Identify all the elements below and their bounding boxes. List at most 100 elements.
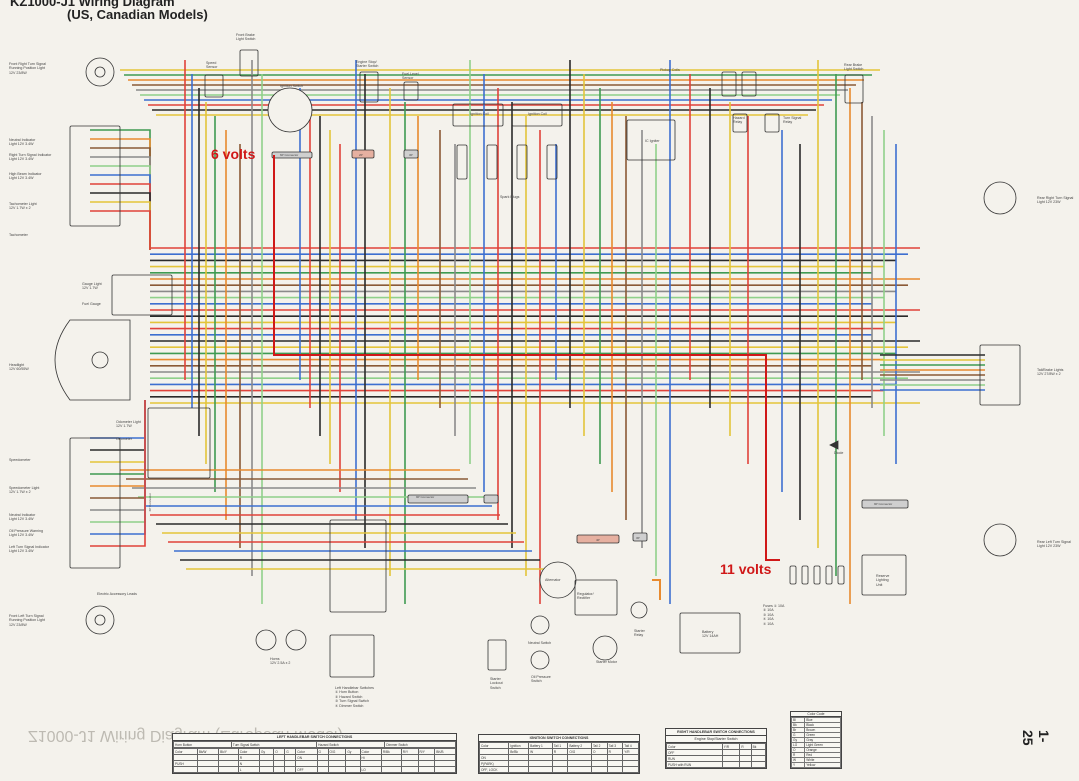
odometer-box [147, 407, 211, 479]
ignition-switch-label: Ignition Switch [280, 84, 304, 88]
front-left-turn-label: Front Left Turn Signal Running Position … [9, 614, 45, 627]
table-cell [316, 766, 329, 773]
right-handlebar-table-title: RIGHT HANDLEBAR SWITCH CONNECTIONS [666, 729, 766, 736]
horn-1 [255, 629, 277, 651]
gauge-light-label: Gauge Light 12V 1.7W [82, 282, 102, 291]
connector-9p-b-label: 9P Connector [874, 502, 893, 506]
horns-label: Horns 12V 2.5A x 2 [270, 657, 291, 666]
spark-plug-2 [486, 144, 498, 180]
table-row: PUSH with RUN [666, 761, 767, 768]
wire-instrument [90, 400, 146, 547]
ignition-table-title: IGNITION SWITCH CONNECTIONS [479, 735, 639, 742]
table-cell: Y [790, 762, 806, 768]
table-cell [327, 766, 347, 773]
table-cell [590, 766, 608, 773]
table-cell [508, 766, 530, 773]
spark-plug-4 [546, 144, 558, 180]
alternator-label: Alternator [545, 578, 561, 582]
tachometer-light-label: Tachometer Light 12V 1.7W x 2 [9, 202, 37, 211]
ic-igniter-label: IC Igniter [645, 139, 660, 143]
connector-3p-label: 3P [409, 153, 413, 157]
spark-plug-1 [456, 144, 468, 180]
starter-lockout-label: Starter Lockout Switch [490, 677, 503, 690]
high-beam-indicator-label: High Beam Indicator Light 12V 3.4W [9, 172, 42, 181]
voltage-annotation-6v: 6 volts [211, 146, 256, 162]
table-cell [273, 766, 286, 773]
neutral-switch [530, 615, 550, 635]
oil-pressure-switch [530, 650, 550, 670]
engine-stop-switch-label: Engine Stop/ Starter Switch [356, 60, 379, 69]
connector-2p [351, 149, 375, 159]
connector-3p-b-label: 3P [636, 536, 640, 540]
starter-relay [630, 601, 648, 619]
table-cell [417, 766, 436, 773]
left-handlebar-table-title: LEFT HANDLEBAR SWITCH CONNECTIONS [173, 734, 456, 741]
measurement-branch [652, 579, 661, 600]
left-handlebar-switch-box [329, 519, 387, 613]
regulator-label: Regulator/ Rectifier [577, 592, 594, 601]
fuel-gauge-label: Fuel Gauge [82, 302, 101, 306]
ignition-coil-1 [452, 103, 504, 127]
ignition-switch [267, 87, 313, 133]
table-cell [400, 766, 419, 773]
connector-6p [271, 151, 313, 159]
spark-plugs-label: Spark Plugs [500, 195, 520, 199]
connector-2p-label: 2P [359, 153, 363, 157]
turn-relay-label: Turn Signal Relay [783, 116, 802, 125]
rear-left-turn-label: Rear Left Turn Signal Light 12V 23W [1037, 540, 1071, 549]
table-cell [750, 761, 767, 768]
battery [679, 612, 741, 654]
starter-relay-label: Starter Relay [634, 629, 645, 638]
table-cell [434, 766, 456, 773]
diode-symbol [829, 440, 839, 450]
table-row: L OFF LO [173, 766, 456, 773]
table-cell [567, 766, 592, 773]
table-cell: LO [359, 766, 382, 773]
section-horn: Horn Button [173, 741, 232, 748]
measurement-trace [273, 155, 780, 561]
section-dimmer: Dimmer Switch [384, 741, 456, 748]
table-cell [606, 766, 624, 773]
connector-4p [576, 534, 620, 544]
speedometer-panel [69, 437, 121, 569]
table-cell: OFF [295, 766, 318, 773]
reserve-lighting-unit [861, 554, 907, 596]
fuel-level-sensor [403, 81, 419, 101]
indicator-panel [69, 125, 121, 227]
starter-motor [592, 635, 618, 661]
rear-brake-switch-label: Rear Brake Light Switch [844, 63, 864, 72]
table-cell [380, 766, 402, 773]
right-handlebar-table: RIGHT HANDLEBAR SWITCH CONNECTIONS Engin… [665, 728, 767, 769]
connector-3p-upper [403, 149, 419, 159]
pickup-coil-1 [721, 71, 737, 97]
horn-2 [285, 629, 307, 651]
starter-motor-label: Starter Motor [596, 660, 617, 664]
table-cell: L [237, 766, 261, 773]
front-brake-switch-label: Front Brake Light Switch [236, 33, 256, 42]
right-handlebar-subtitle: Engine Stop/Starter Switch [666, 736, 766, 743]
diagram-subtitle: (US, Canadian Models) [67, 7, 208, 22]
starter-lockout-switch [487, 639, 507, 671]
connector-6p-b-label: 6P Connector [147, 493, 152, 512]
front-right-turn-label: Front Right Turn Signal Running Position… [9, 62, 46, 75]
rear-right-turn-lamp [983, 181, 1017, 215]
reserve-lighting-unit-label: Reserve Lighting Unit [876, 574, 890, 587]
table-cell [259, 766, 275, 773]
left-turn-indicator-label: Left Turn Signal Indicator Light 12V 3.4… [9, 545, 49, 554]
neutral-indicator-2-label: Neutral Indicator Light 12V 3.4W [9, 513, 36, 522]
wire-instrument [90, 210, 151, 250]
tail-brake-label: Tail/Brake Lights 12V 27/8W x 2 [1037, 368, 1064, 377]
rear-right-turn-label: Rear Right Turn Signal Light 12V 23W [1037, 196, 1074, 205]
voltage-annotation-11v: 11 volts [720, 561, 772, 577]
oil-pressure-switch-label: Oil Pressure Switch [531, 675, 551, 684]
battery-label: Battery 12V 14AH [702, 630, 719, 639]
fuel-gauge-box [111, 274, 173, 316]
measurement-path [273, 155, 780, 600]
components [54, 49, 1021, 678]
